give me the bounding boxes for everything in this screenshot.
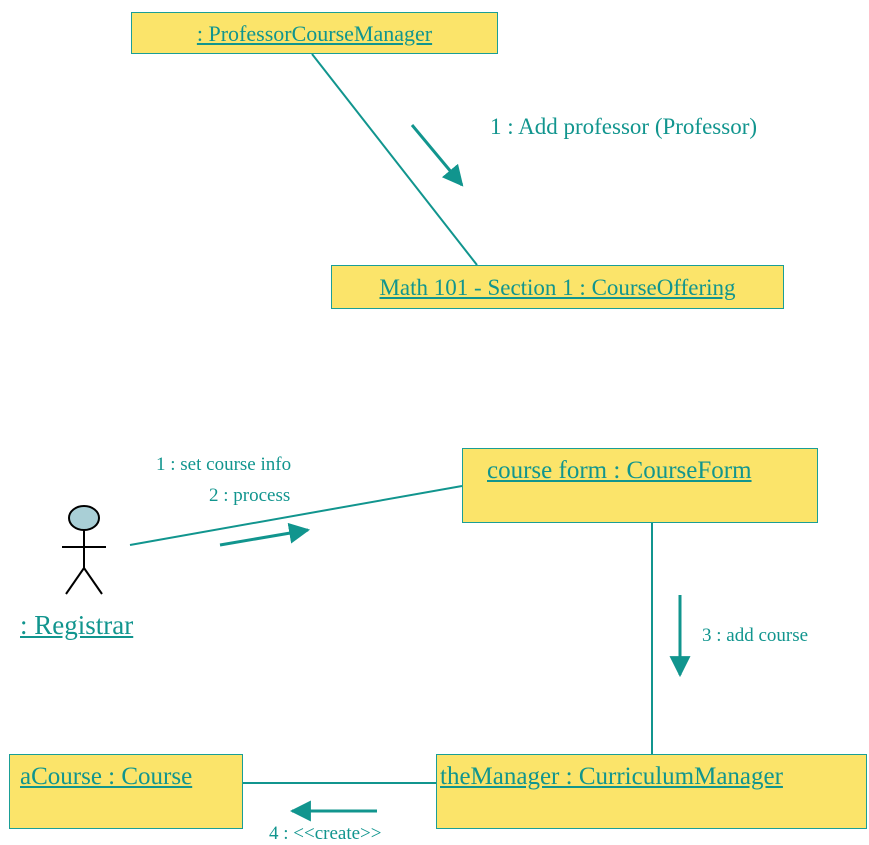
actor-label-registrar[interactable]: : Registrar	[20, 610, 134, 640]
object-professor-course-manager[interactable]: : ProfessorCourseManager	[131, 12, 498, 54]
stick-figure-icon	[62, 505, 106, 595]
object-label: course form : CourseForm	[487, 457, 752, 484]
link-registrar-courseform	[129, 485, 463, 546]
link-manager-offering	[311, 53, 478, 266]
object-the-manager[interactable]: theManager : CurriculumManager	[436, 754, 867, 829]
message-label-process: 2 : process	[209, 485, 291, 506]
message-arrow-add-professor	[410, 124, 464, 187]
object-label: Math 101 - Section 1 : CourseOffering	[379, 275, 736, 300]
object-a-course[interactable]: aCourse : Course	[9, 754, 243, 829]
object-label: aCourse : Course	[20, 763, 193, 790]
message-label-create: 4 : <<create>>	[269, 823, 382, 844]
object-course-form[interactable]: course form : CourseForm	[462, 448, 818, 523]
message-label-add-professor: 1 : Add professor (Professor)	[490, 114, 758, 139]
object-label: theManager : CurriculumManager	[440, 763, 783, 790]
object-course-offering[interactable]: Math 101 - Section 1 : CourseOffering	[331, 265, 784, 309]
message-label-set-course-info: 1 : set course info	[156, 454, 292, 475]
object-label: : ProfessorCourseManager	[196, 21, 433, 46]
message-label-add-course: 3 : add course	[702, 625, 809, 646]
message-arrow-process	[219, 522, 311, 547]
